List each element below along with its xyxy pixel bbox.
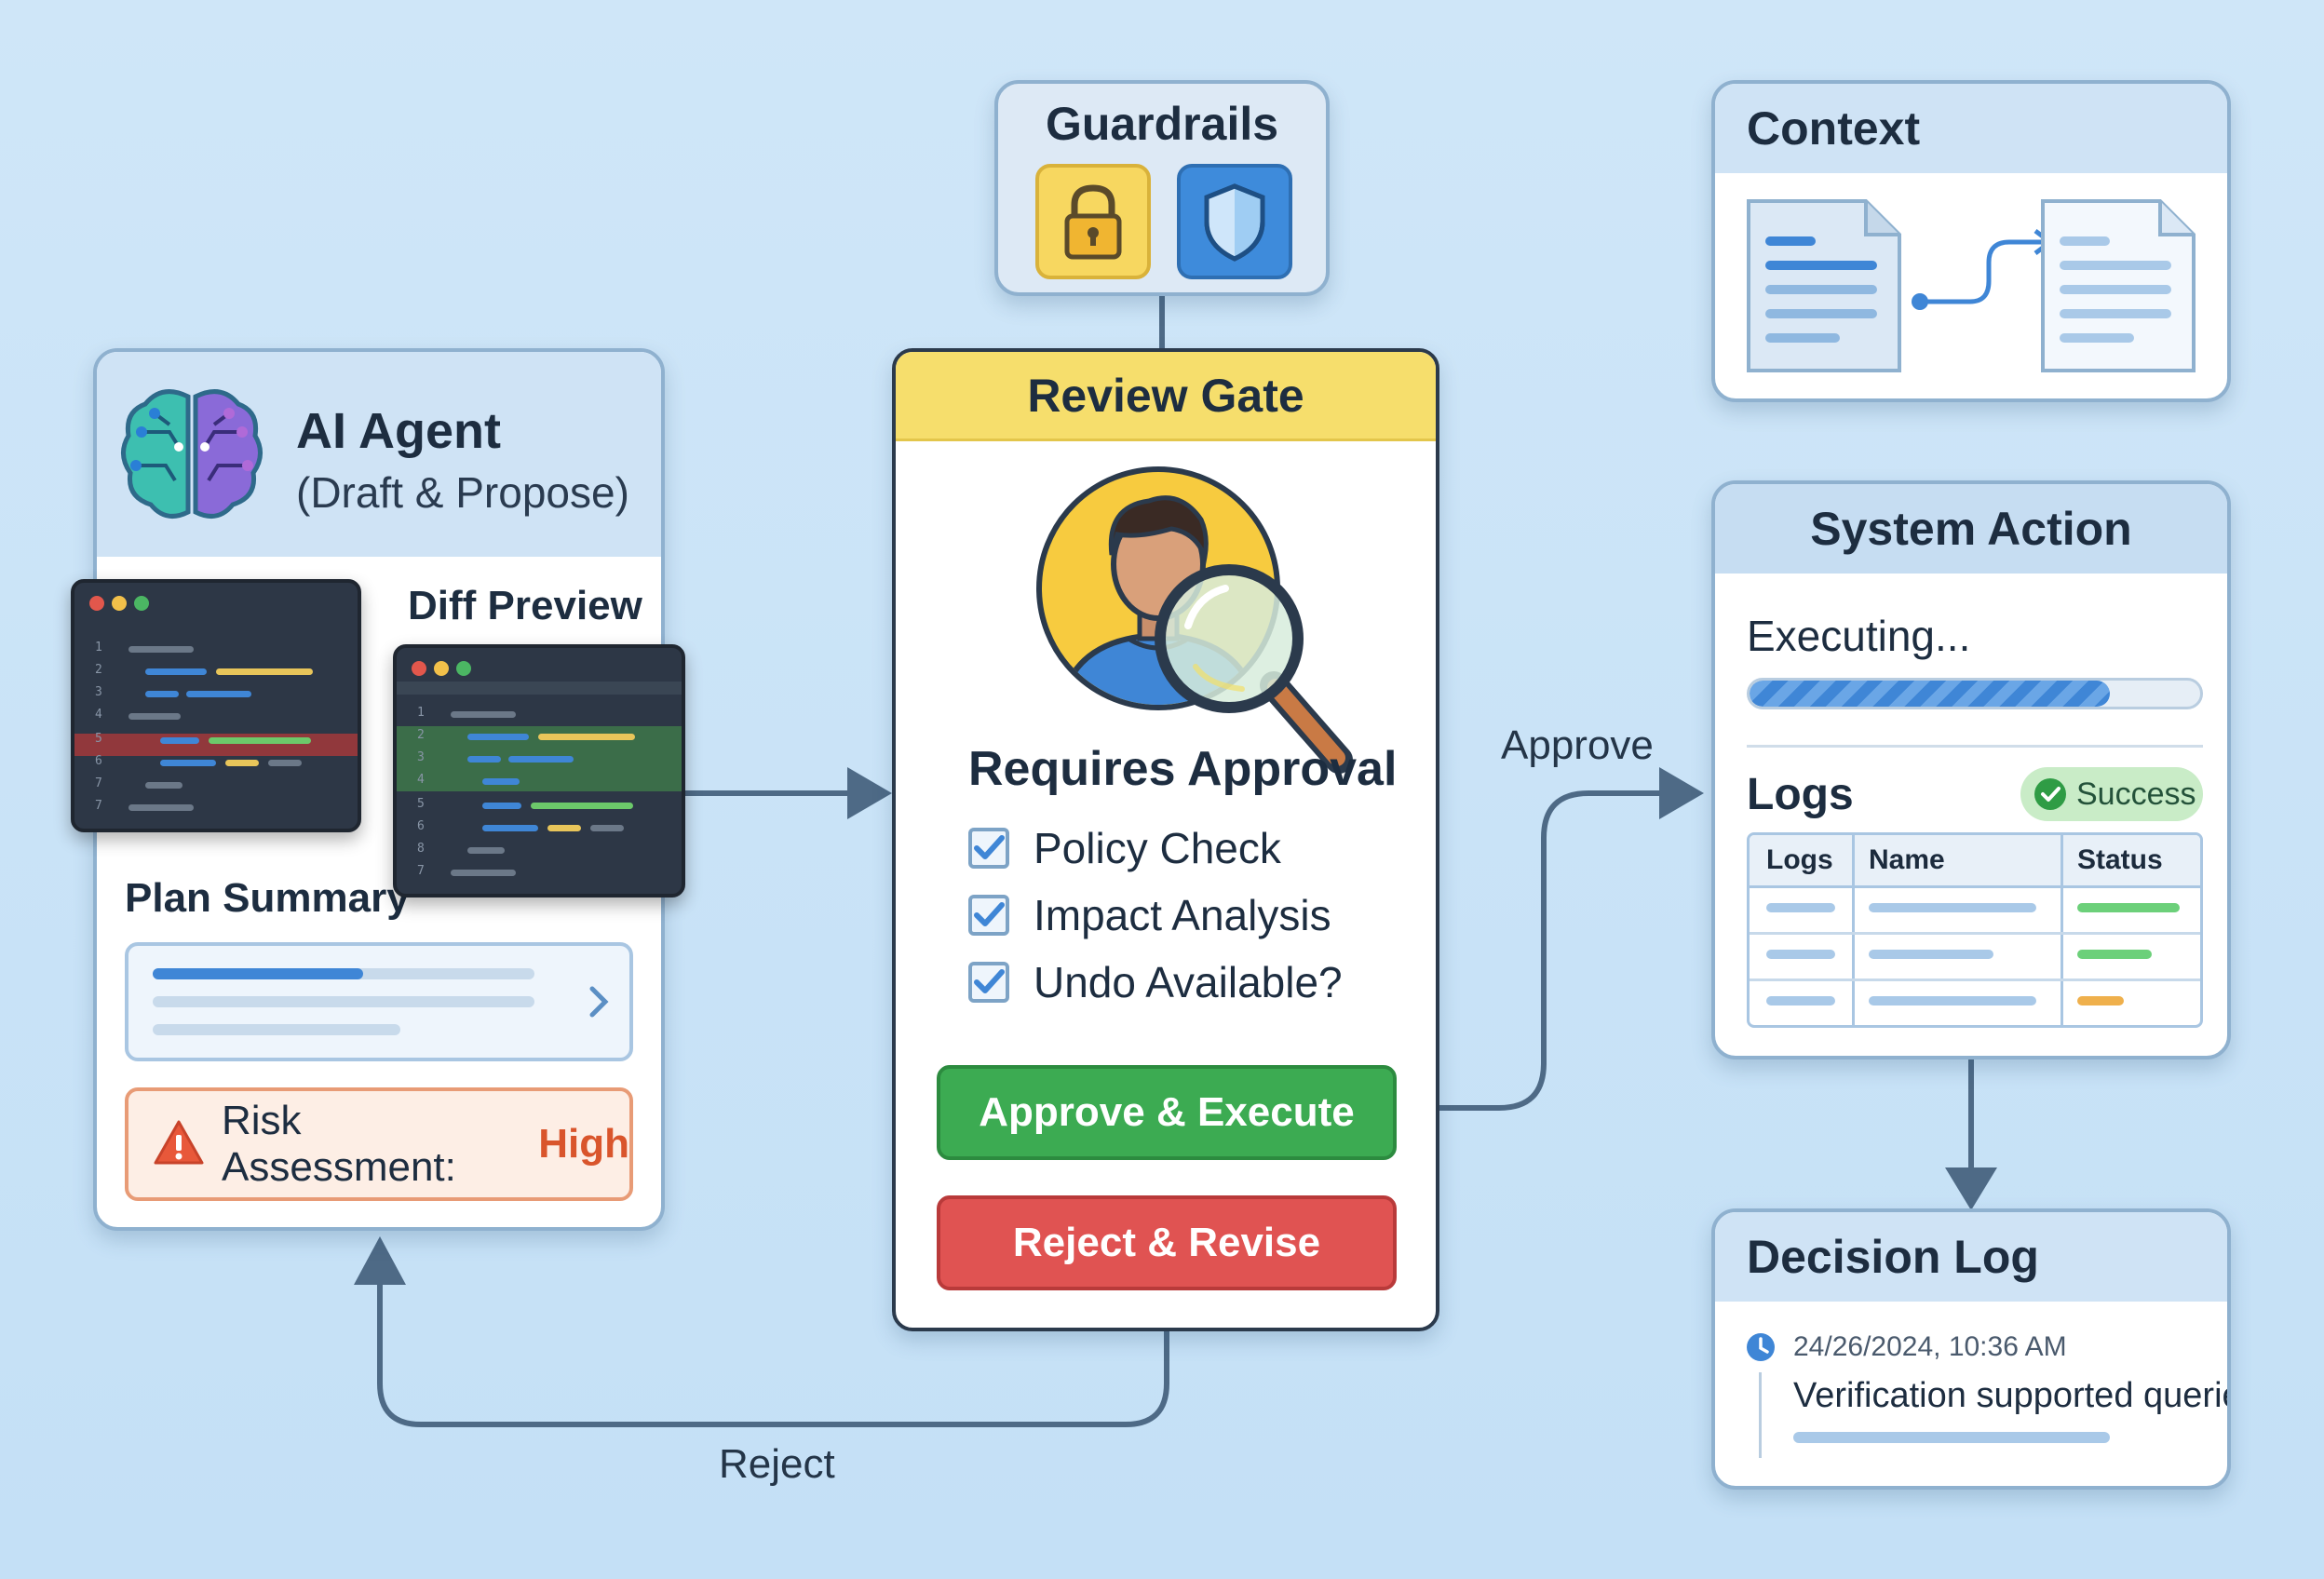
risk-assessment-label: Risk Assessment:	[222, 1098, 456, 1190]
plan-progress-bar	[153, 968, 363, 979]
line-number: 7	[417, 864, 425, 878]
line-number: 5	[417, 797, 425, 811]
line-number: 8	[417, 842, 425, 856]
brain-icon	[114, 376, 270, 537]
reject-revise-button[interactable]: Reject & Revise	[937, 1195, 1397, 1290]
checklist-label: Undo Available?	[1034, 958, 1343, 1006]
column-header-logs: Logs	[1766, 844, 1833, 875]
document-icon	[2039, 197, 2197, 379]
checkbox-checked-icon[interactable]	[968, 895, 1009, 936]
check-circle-icon	[2034, 778, 2066, 810]
checklist-item-undo[interactable]: Undo Available?	[968, 957, 1343, 1007]
logs-title: Logs	[1747, 770, 1854, 819]
line-number: 3	[417, 750, 425, 764]
agent-subtitle: (Draft & Propose)	[296, 468, 629, 517]
column-header-status: Status	[2077, 844, 2163, 875]
line-number: 2	[417, 728, 425, 742]
shield-icon	[1177, 164, 1292, 279]
decision-timestamp: 24/26/2024, 10:36 AM	[1793, 1331, 2067, 1362]
line-number: 7	[95, 776, 102, 790]
chevron-right-icon[interactable]	[585, 981, 613, 1027]
executing-status: Executing...	[1747, 612, 1971, 660]
clock-icon	[1745, 1331, 1777, 1368]
warning-icon	[153, 1118, 205, 1171]
guardrails-card: Guardrails	[994, 80, 1330, 296]
review-gate-card: Review Gate Requires Approval Policy Che…	[892, 348, 1439, 1331]
column-header-name: Name	[1869, 844, 1945, 875]
execution-progress-fill	[1750, 681, 2111, 707]
approve-execute-button[interactable]: Approve & Execute	[937, 1065, 1397, 1160]
guardrails-title: Guardrails	[1045, 98, 1279, 150]
context-card: Context	[1711, 80, 2231, 402]
execution-progress-track	[1747, 678, 2203, 709]
line-number: 4	[95, 708, 102, 722]
checklist-item-impact[interactable]: Impact Analysis	[968, 890, 1331, 940]
document-icon	[1745, 197, 1903, 379]
checklist-item-policy[interactable]: Policy Check	[968, 823, 1281, 873]
line-number: 7	[95, 799, 102, 813]
code-window-before: 1 2 3 4 5 6 7 7	[71, 579, 361, 832]
checkbox-checked-icon[interactable]	[968, 962, 1009, 1003]
plan-summary-box[interactable]	[125, 942, 633, 1061]
approve-flow-label: Approve	[1501, 722, 1654, 768]
code-window-after: 1 2 3 4 5 6 8 7	[393, 644, 685, 897]
line-number: 5	[95, 732, 102, 746]
review-gate-title: Review Gate	[1027, 369, 1304, 422]
risk-level-value: High	[538, 1121, 629, 1167]
reviewer-avatar	[1032, 462, 1423, 792]
decision-log-title: Decision Log	[1747, 1231, 2039, 1283]
line-number: 3	[95, 685, 102, 699]
line-number: 6	[417, 819, 425, 833]
success-badge-label: Success	[2076, 776, 2196, 812]
reject-flow-label: Reject	[719, 1441, 835, 1487]
agent-title: AI Agent	[296, 403, 501, 459]
lock-icon	[1035, 164, 1151, 279]
logs-table: Logs Name Status	[1747, 832, 2203, 1028]
risk-assessment-box: Risk Assessment: High	[125, 1087, 633, 1201]
context-title: Context	[1747, 102, 1921, 155]
decision-log-card: Decision Log 24/26/2024, 10:36 AM Verifi…	[1711, 1208, 2231, 1490]
plan-summary-label: Plan Summary	[125, 875, 410, 921]
line-number: 1	[95, 641, 102, 655]
system-action-title: System Action	[1810, 503, 2132, 555]
checkbox-checked-icon[interactable]	[968, 828, 1009, 869]
decision-entry: Verification supported queries	[1793, 1376, 2231, 1415]
system-action-card: System Action Executing... Logs Success …	[1711, 480, 2231, 1059]
line-number: 1	[417, 706, 425, 720]
approve-arrow	[1437, 790, 1669, 1111]
line-number: 6	[95, 754, 102, 768]
line-number: 2	[95, 663, 102, 677]
line-number: 4	[417, 773, 425, 787]
checklist-label: Policy Check	[1034, 824, 1281, 872]
checklist-label: Impact Analysis	[1034, 891, 1331, 939]
requires-approval-heading: Requires Approval	[968, 742, 1398, 796]
success-badge: Success	[2020, 767, 2203, 821]
diff-preview-label: Diff Preview	[408, 583, 642, 628]
ai-agent-card: AI Agent (Draft & Propose) Diff Preview …	[93, 348, 665, 1231]
